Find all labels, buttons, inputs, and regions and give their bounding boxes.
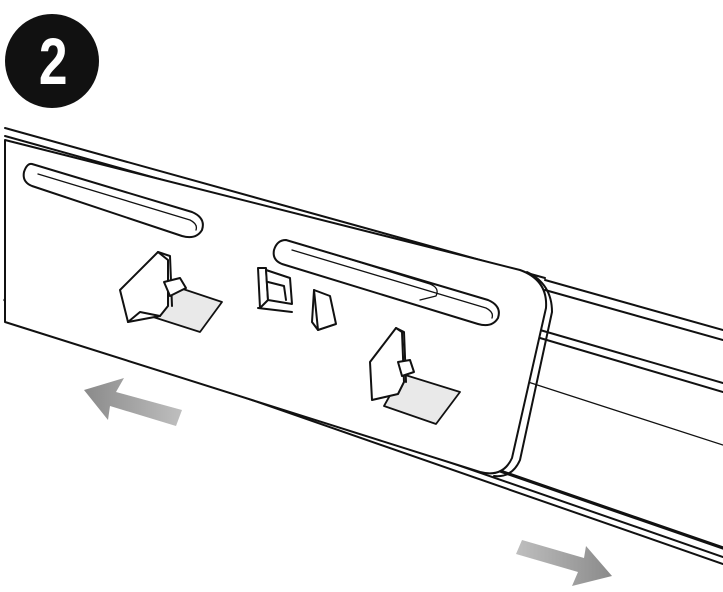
clip-tab-middle-b [311,289,337,331]
step-number-badge: 2 [5,14,99,108]
adjustment-slot-right [272,239,500,327]
adjustment-slot-left [22,162,204,239]
slide-left-arrow-icon [84,378,182,426]
slide-right-arrow-icon [516,540,612,586]
clip-tab-left [119,251,223,333]
clip-tab-right [369,327,461,425]
clip-tab-middle-a [257,267,293,313]
step-number: 2 [38,24,67,98]
